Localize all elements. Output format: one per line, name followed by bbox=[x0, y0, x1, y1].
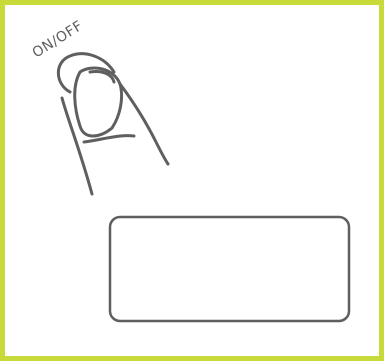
display-screen-icon bbox=[110, 217, 349, 321]
finger-press-icon bbox=[62, 68, 168, 194]
